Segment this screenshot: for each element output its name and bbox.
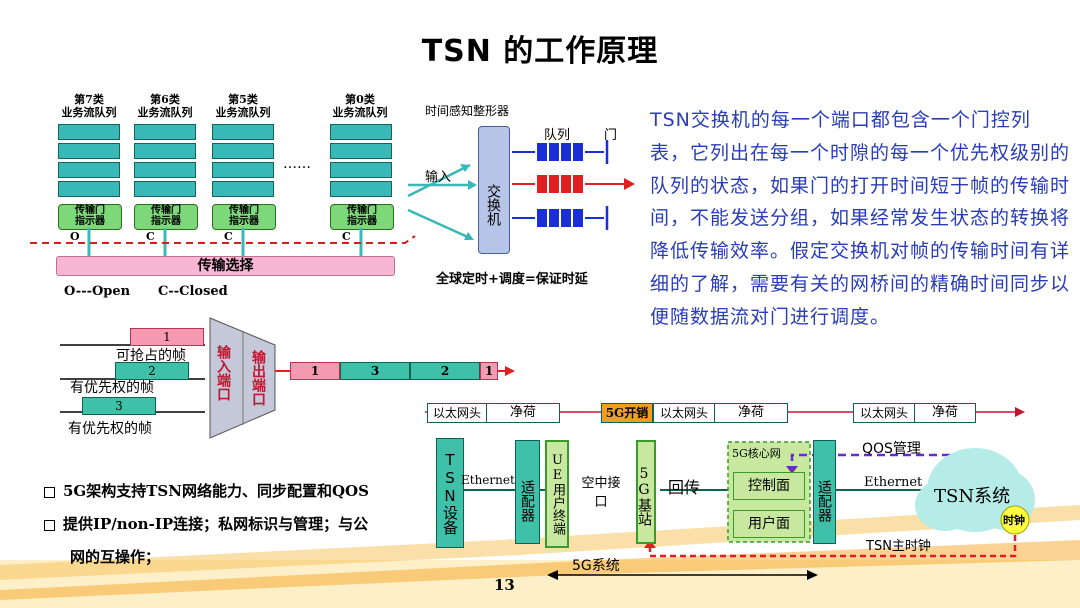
preempt-label-3: 有优先权的帧 xyxy=(68,421,152,437)
output-port-label: 输出端口 xyxy=(250,350,266,406)
frame-eth-header-2: 以太网头 xyxy=(653,403,715,423)
master-clock-label: TSN主时钟 xyxy=(866,539,931,554)
air-interface: 空中接口 xyxy=(581,476,621,510)
ue-terminal: UE用户终端 xyxy=(545,440,569,548)
control-plane: 控制面 xyxy=(733,472,805,500)
gate-state-0: C xyxy=(342,230,351,243)
transmission-select-bar: 传输选择 xyxy=(56,256,395,276)
legend-open: O---Open xyxy=(64,284,131,299)
gate-label: 门 xyxy=(604,128,618,143)
ellipsis: …… xyxy=(283,156,311,172)
preempt-label-2: 有优先权的帧 xyxy=(70,380,154,396)
queue-stack-7 xyxy=(58,124,120,200)
frame-payload-1: 净荷 xyxy=(486,403,560,423)
queue-label-5: 第5类 业务流队列 xyxy=(215,93,271,119)
frame-payload-2: 净荷 xyxy=(714,403,788,423)
gate-state-7: O xyxy=(70,230,80,243)
queue-label-0: 第0类 业务流队列 xyxy=(332,93,388,119)
page-title: TSN 的工作原理 xyxy=(421,34,659,69)
gnb-box: 5G基站 xyxy=(636,440,656,544)
input-port-label: 输入端口 xyxy=(215,345,231,401)
frame-payload-3: 净荷 xyxy=(914,403,976,423)
out-frame-1b: 1 xyxy=(480,362,498,380)
queue-stack-5 xyxy=(212,124,274,200)
description-text: TSN交换机的每一个端口都包含一个门控列表，它列出在每一个时隙的每一个优先权级别… xyxy=(650,109,1071,328)
ethernet-right-label: Ethernet xyxy=(864,475,923,490)
frame-5g-overhead: 5G开销 xyxy=(601,403,653,423)
input-label: 输入 xyxy=(425,170,452,185)
user-plane: 用户面 xyxy=(733,510,805,538)
preempt-frame-2: 2 xyxy=(115,362,189,380)
bullet-1: 5G架构支持TSN网络能力、同步配置和QOS xyxy=(44,480,369,501)
gate-indicator-0: 传输门 指示器 xyxy=(330,204,394,230)
queue-stack-6 xyxy=(134,124,196,200)
out-frame-2: 2 xyxy=(410,362,480,380)
qos-label: QOS管理 xyxy=(862,441,921,457)
ethernet-left-label: Ethernet xyxy=(461,473,515,487)
page-number: 13 xyxy=(494,576,515,594)
queue-stack-0 xyxy=(330,124,392,200)
tsn-device: TSN设备 xyxy=(436,438,464,548)
out-frame-1a: 1 xyxy=(290,362,340,380)
adapter-right: 适配器 xyxy=(813,440,836,544)
gate-indicator-7: 传输门 指示器 xyxy=(58,204,122,230)
queue-label-7: 第7类 业务流队列 xyxy=(61,93,117,119)
queue-label-6: 第6类 业务流队列 xyxy=(137,93,193,119)
gate-state-6: C xyxy=(146,230,155,243)
out-frame-3: 3 xyxy=(340,362,410,380)
frame-eth-header-1: 以太网头 xyxy=(427,403,487,423)
preempt-label-1: 可抢占的帧 xyxy=(116,348,186,364)
bullet-2: 提供IP/non-IP连接；私网标识与管理；与公 xyxy=(44,513,368,534)
backhaul-label: 回传 xyxy=(668,478,701,497)
switch-box: 交换机 xyxy=(478,126,510,254)
formula: 全球定时+调度=保证时延 xyxy=(436,272,588,287)
queue-label: 队列 xyxy=(544,128,571,143)
core-network-label: 5G核心网 xyxy=(732,447,781,460)
gate-indicator-6: 传输门 指示器 xyxy=(134,204,198,230)
legend-closed: C--Closed xyxy=(158,284,228,299)
frame-eth-header-3: 以太网头 xyxy=(853,403,915,423)
preempt-frame-1: 1 xyxy=(130,328,204,346)
5g-system-label: 5G系统 xyxy=(572,558,620,574)
adapter-left: 适配器 xyxy=(515,440,540,544)
gate-state-5: C xyxy=(224,230,233,243)
tsn-system-label: TSN系统 xyxy=(934,486,1011,507)
preempt-frame-3: 3 xyxy=(82,397,156,415)
shaper-label: 时间感知整形器 xyxy=(425,104,510,118)
bullet-2-cont: 网的互操作； xyxy=(70,548,161,566)
clock-label: 时钟 xyxy=(1003,514,1025,527)
